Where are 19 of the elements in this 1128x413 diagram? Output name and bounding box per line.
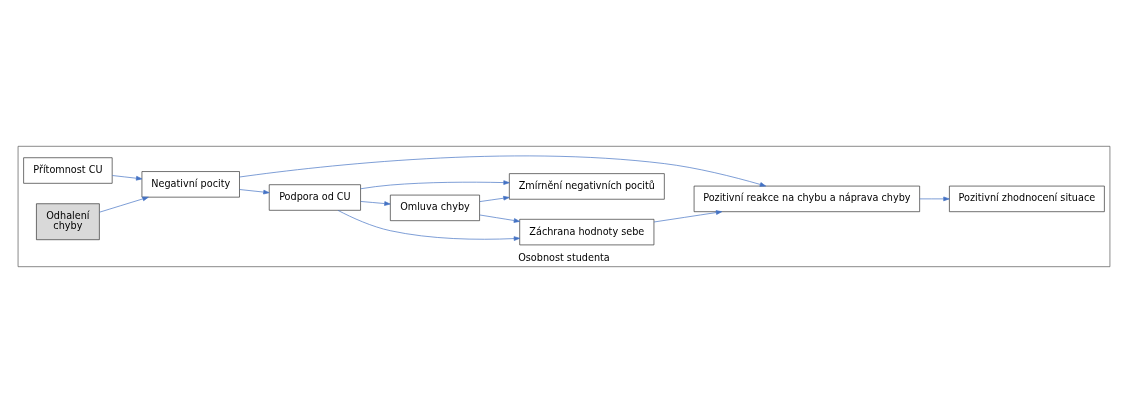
node-box: Odhalení chyby xyxy=(36,203,100,241)
node-box: Omluva chyby xyxy=(390,194,480,222)
arrow xyxy=(479,214,520,223)
arrow xyxy=(653,210,723,223)
arrow xyxy=(479,195,510,202)
arrow xyxy=(919,196,950,202)
arrow xyxy=(337,210,521,241)
node-box: Záchrana hodnoty sebe xyxy=(519,218,655,246)
arrow xyxy=(112,175,143,181)
node-box: Pozitivní zhodnocení situace xyxy=(949,185,1105,213)
node-box: Zmírnění negativních pocitů xyxy=(509,173,665,200)
arrow xyxy=(239,155,767,187)
arrow xyxy=(99,196,149,213)
arrow xyxy=(239,189,270,195)
node-box: Podpora od CU xyxy=(268,184,361,211)
node-box: Přítomnost CU xyxy=(23,157,113,184)
arrow xyxy=(360,180,510,190)
node-box: Negativní pocity xyxy=(141,171,240,198)
arrow xyxy=(360,201,391,206)
